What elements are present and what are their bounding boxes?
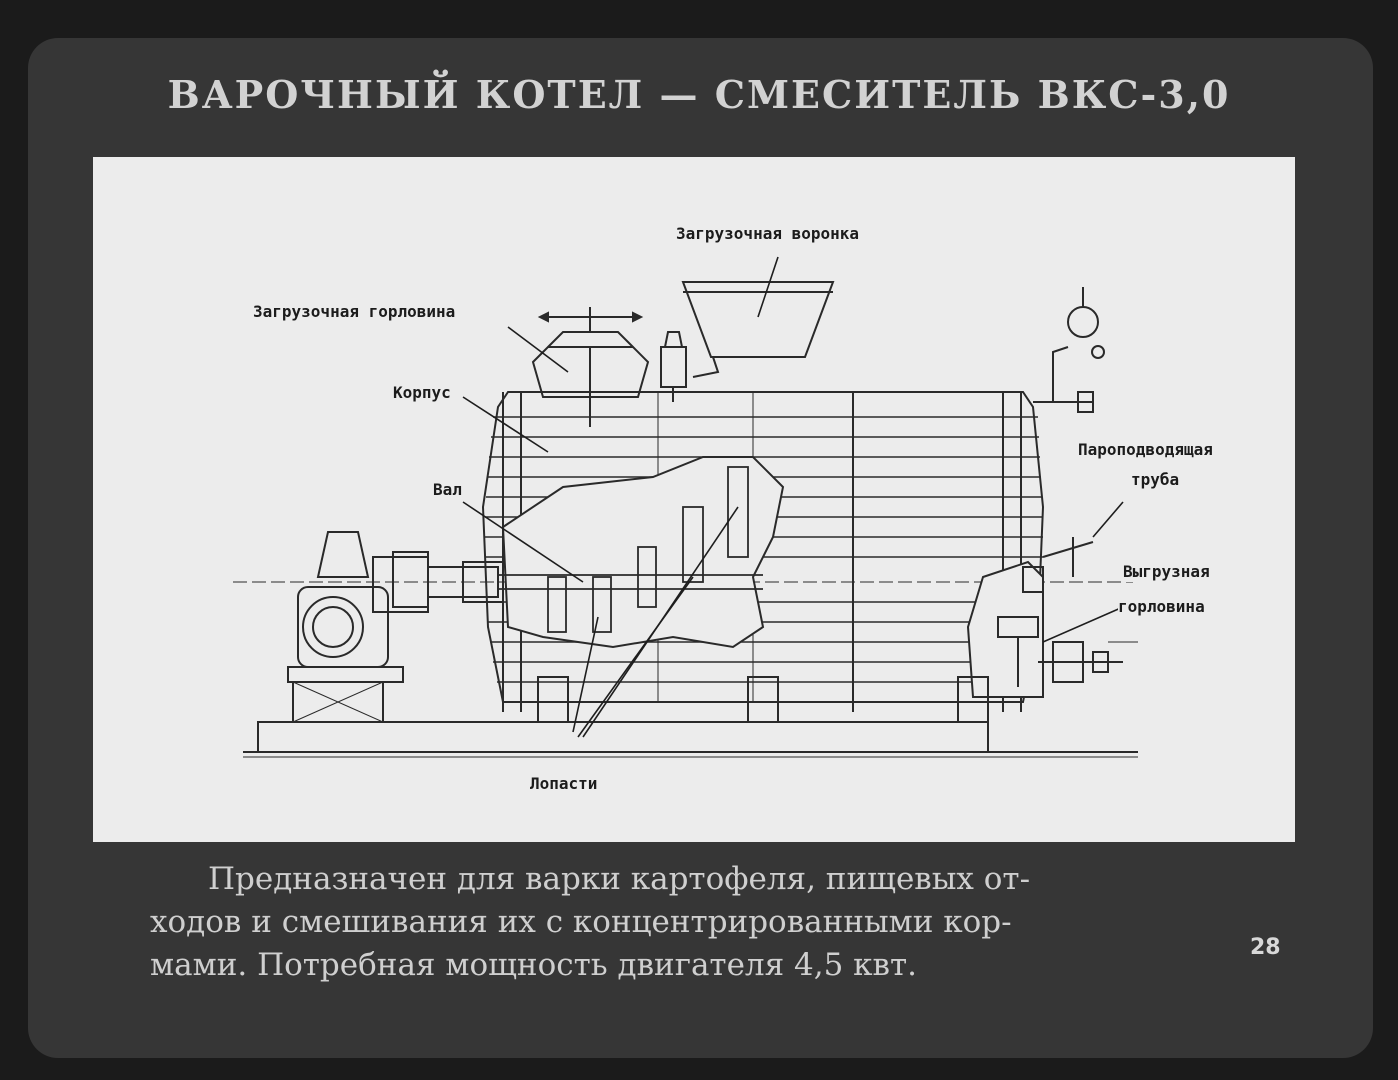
label-shaft: Вал [433,480,462,500]
loading-funnel [681,281,835,378]
caption-line-3: мами. Потребная мощность двигателя 4,5 к… [150,947,918,983]
page-number: 28 [1250,935,1281,960]
blades-interior [498,466,763,633]
label-steam-pipe-1: Пароподводящая [1078,440,1213,460]
slide-title: ВАРОЧНЫЙ КОТЕЛ — СМЕСИТЕЛЬ ВКС-3,0 [167,72,1231,117]
label-loading-neck: Загрузочная горловина [253,302,456,322]
label-outlet-2: горловина [1118,597,1205,617]
caption-line-1: Предназначен для варки картофеля, пищевы… [208,861,1031,897]
caption: Предназначен для варки картофеля, пищевы… [150,858,1230,987]
cutaway [501,456,785,649]
coupling [392,551,429,608]
boiler-mixer-drawing [233,256,1138,758]
base-frame [257,721,989,753]
supports [537,676,989,723]
diagram-panel: Загрузочная воронка Загрузочная горловин… [93,157,1295,842]
leader-lines [462,256,1124,738]
label-loading-funnel: Загрузочная воронка [676,224,860,244]
motor [287,531,429,723]
steam-pipe-assembly [1033,287,1105,577]
label-body: Корпус [393,383,451,403]
label-outlet-1: Выгрузная [1123,562,1210,582]
outlet-cutaway [966,560,1044,698]
label-steam-pipe-2: труба [1131,470,1180,490]
safety-valve [660,331,687,402]
caption-line-2: ходов и смешивания их с концентрированны… [150,904,1012,940]
outlet-mechanism [997,541,1123,687]
loading-neck [531,307,650,427]
label-blades: Лопасти [530,774,598,794]
